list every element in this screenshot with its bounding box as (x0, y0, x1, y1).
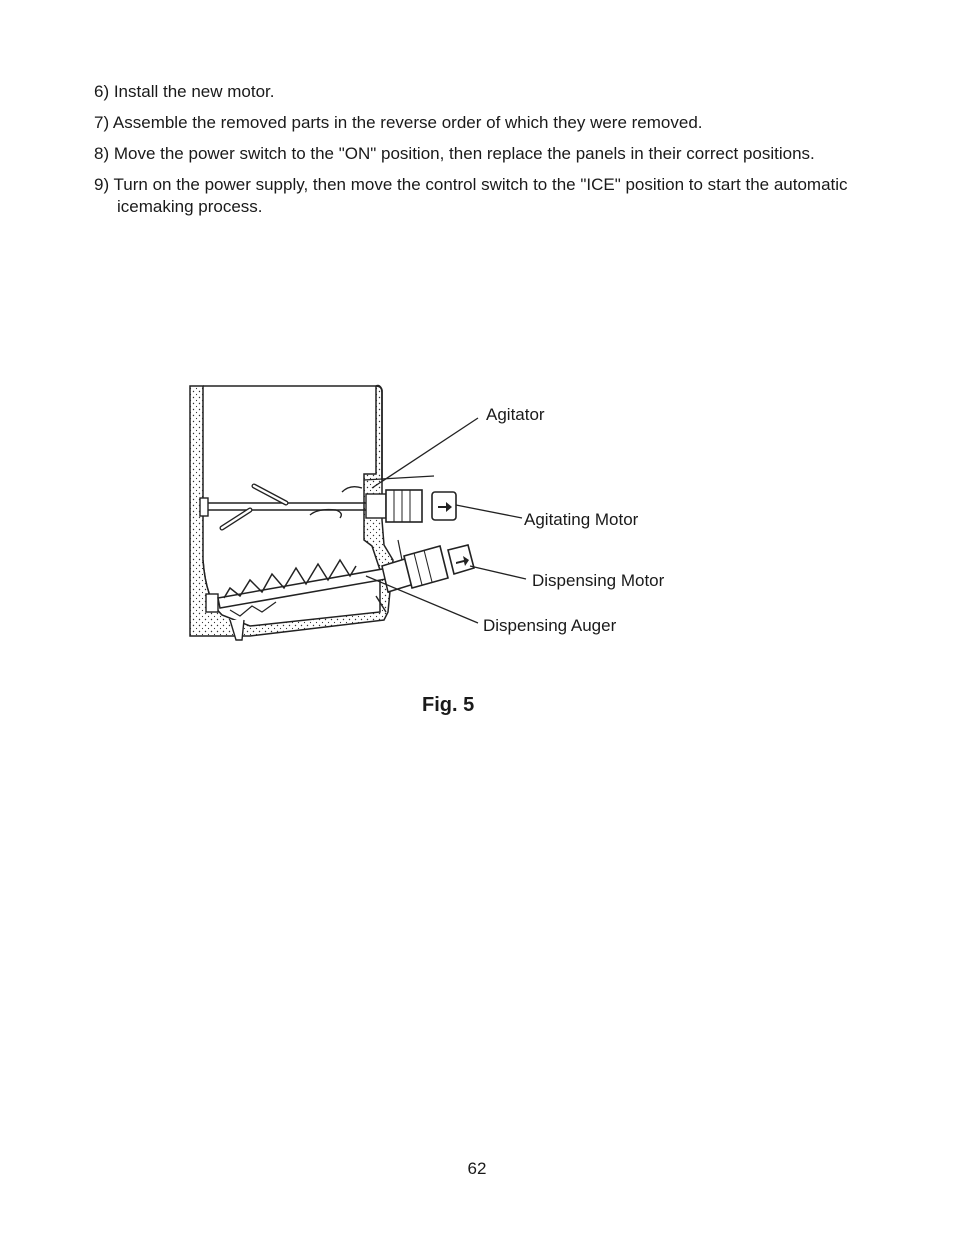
instruction-steps: 6) Install the new motor. 7) Assemble th… (94, 81, 874, 227)
step-7: 7) Assemble the removed parts in the rev… (94, 113, 703, 132)
dispensing-motor-leader (469, 565, 527, 580)
agitating-motor-leader (455, 504, 523, 519)
dispensing-auger (205, 558, 394, 641)
step-8: 8) Move the power switch to the "ON" pos… (94, 144, 815, 163)
figure-caption: Fig. 5 (422, 694, 475, 716)
dispensing-auger-label: Dispensing Auger (483, 616, 617, 635)
agitator (199, 483, 368, 531)
step-6: 6) Install the new motor. (94, 82, 275, 101)
agitator-leader (371, 417, 479, 489)
dispensing-auger-leader (365, 575, 479, 624)
agitator-label: Agitator (486, 405, 545, 424)
dispensing-motor-label: Dispensing Motor (532, 571, 665, 590)
dispensing-motor (381, 539, 475, 593)
dispenser-mechanism-diagram (189, 384, 527, 641)
storage-bin-outline (203, 385, 383, 480)
step-9: 9) Turn on the power supply, then move t… (94, 175, 848, 216)
page-number: 62 (467, 1159, 487, 1178)
agitating-motor (363, 475, 457, 523)
agitating-motor-label: Agitating Motor (524, 510, 639, 529)
